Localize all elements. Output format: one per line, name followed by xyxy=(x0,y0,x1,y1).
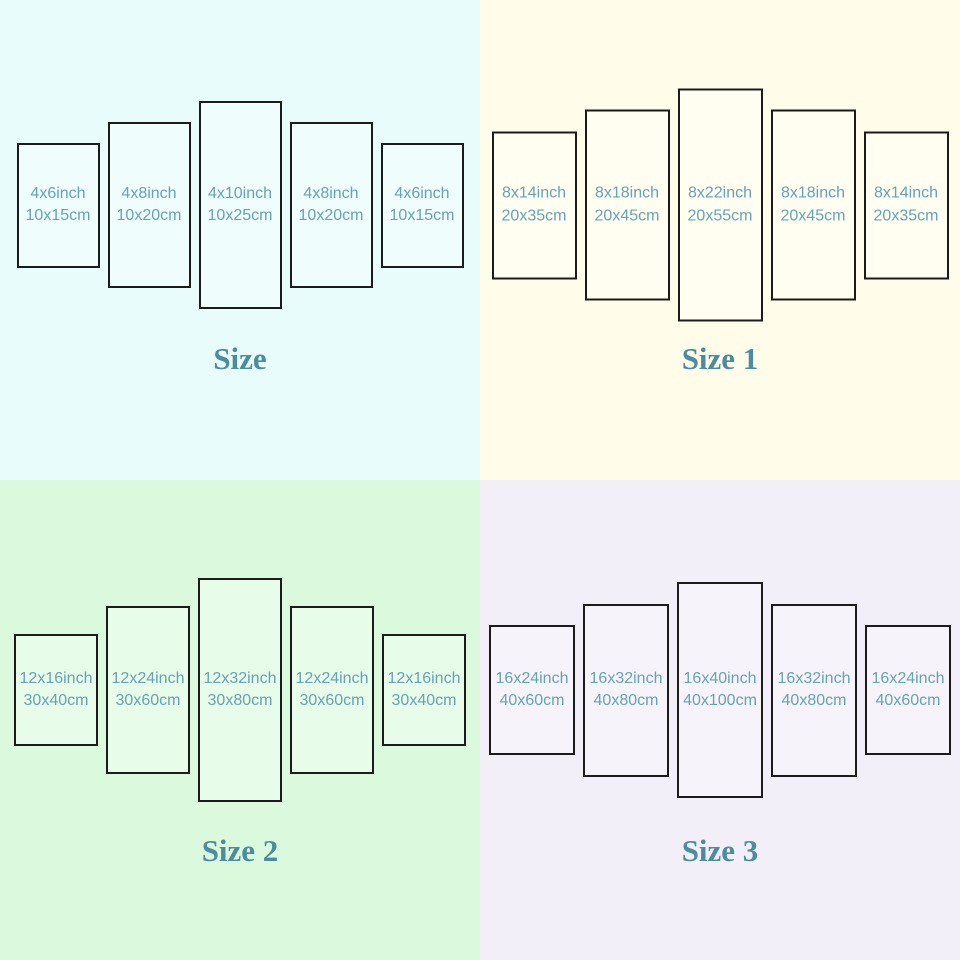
panel-size-cm: 10x15cm xyxy=(389,207,455,224)
panel-row: 12x16inch 30x40cm 12x24inch 30x60cm 12x3… xyxy=(0,578,480,802)
size-panel: 4x8inch 10x20cm xyxy=(107,122,191,288)
panel-size-cm: 30x60cm xyxy=(115,692,181,709)
quadrant-size: 4x6inch 10x15cm 4x8inch 10x20cm 4x10inch… xyxy=(0,0,480,480)
panel-size-inch: 4x10inch xyxy=(207,184,273,202)
panel-size-cm: 10x15cm xyxy=(25,207,91,224)
panel-size-cm: 30x60cm xyxy=(299,692,365,709)
panel-size-inch: 8x14inch xyxy=(873,184,939,202)
size-panel: 8x18inch 20x45cm xyxy=(770,109,856,301)
panel-size-cm: 40x60cm xyxy=(875,692,941,709)
size-panel: 8x18inch 20x45cm xyxy=(584,109,670,301)
size-panel: 16x32inch 40x80cm xyxy=(771,603,857,777)
size-panel: 12x16inch 30x40cm xyxy=(14,634,98,746)
panel-size-cm: 40x60cm xyxy=(499,692,565,709)
quadrant-title: Size 2 xyxy=(201,833,279,868)
panel-size-inch: 8x22inch xyxy=(687,184,753,202)
panel-size-inch: 4x6inch xyxy=(30,184,86,202)
size-panel: 16x32inch 40x80cm xyxy=(583,603,669,777)
panel-row: 4x6inch 10x15cm 4x8inch 10x20cm 4x10inch… xyxy=(0,101,480,309)
panel-size-cm: 10x25cm xyxy=(207,207,273,224)
size-panel: 16x24inch 40x60cm xyxy=(865,625,951,755)
panel-size-inch: 12x24inch xyxy=(111,669,185,687)
quadrant-size-2: 12x16inch 30x40cm 12x24inch 30x60cm 12x3… xyxy=(0,480,480,960)
quadrant-title: Size 3 xyxy=(681,833,759,868)
size-panel: 12x24inch 30x60cm xyxy=(290,606,374,774)
panel-size-inch: 12x24inch xyxy=(295,669,369,687)
size-panel: 12x32inch 30x80cm xyxy=(198,578,282,802)
quadrant-title: Size xyxy=(213,341,267,376)
panel-size-inch: 12x16inch xyxy=(19,669,93,687)
size-panel: 12x24inch 30x60cm xyxy=(106,606,190,774)
panel-size-inch: 8x18inch xyxy=(594,184,660,202)
size-panel: 4x10inch 10x25cm xyxy=(198,101,282,309)
panel-size-cm: 40x80cm xyxy=(593,692,659,709)
size-panel: 4x6inch 10x15cm xyxy=(16,142,100,268)
panel-size-inch: 4x6inch xyxy=(394,184,450,202)
panel-size-cm: 30x40cm xyxy=(23,692,89,709)
panel-size-inch: 16x32inch xyxy=(589,669,663,687)
panel-size-cm: 20x45cm xyxy=(594,207,660,224)
panel-size-cm: 10x20cm xyxy=(298,207,364,224)
size-panel: 8x22inch 20x55cm xyxy=(677,88,763,322)
panel-size-cm: 40x80cm xyxy=(781,692,847,709)
panel-size-cm: 20x55cm xyxy=(687,207,753,224)
panel-size-inch: 4x8inch xyxy=(121,184,177,202)
panel-size-cm: 40x100cm xyxy=(683,692,757,709)
panel-size-inch: 16x24inch xyxy=(495,669,569,687)
panel-size-cm: 10x20cm xyxy=(116,207,182,224)
panel-size-inch: 8x18inch xyxy=(780,184,846,202)
size-panel: 4x8inch 10x20cm xyxy=(289,122,373,288)
panel-size-inch: 16x40inch xyxy=(683,669,757,687)
panel-size-inch: 16x24inch xyxy=(871,669,945,687)
size-panel: 16x24inch 40x60cm xyxy=(489,625,575,755)
size-panel: 16x40inch 40x100cm xyxy=(677,582,763,798)
panel-size-cm: 20x35cm xyxy=(873,207,939,224)
panel-size-inch: 4x8inch xyxy=(303,184,359,202)
panel-size-cm: 20x35cm xyxy=(501,207,567,224)
panel-size-cm: 20x45cm xyxy=(780,207,846,224)
panel-size-inch: 8x14inch xyxy=(501,184,567,202)
size-panel: 8x14inch 20x35cm xyxy=(491,131,577,279)
quadrant-size-1: 8x14inch 20x35cm 8x18inch 20x45cm 8x22in… xyxy=(480,0,960,480)
size-panel: 4x6inch 10x15cm xyxy=(380,142,464,268)
size-panel: 12x16inch 30x40cm xyxy=(382,634,466,746)
panel-size-inch: 12x32inch xyxy=(203,669,277,687)
size-panel: 8x14inch 20x35cm xyxy=(863,131,949,279)
quadrant-title: Size 1 xyxy=(681,341,759,376)
panel-row: 16x24inch 40x60cm 16x32inch 40x80cm 16x4… xyxy=(480,582,960,798)
panel-size-inch: 16x32inch xyxy=(777,669,851,687)
panel-size-cm: 30x80cm xyxy=(207,692,273,709)
panel-size-inch: 12x16inch xyxy=(387,669,461,687)
panel-row: 8x14inch 20x35cm 8x18inch 20x45cm 8x22in… xyxy=(480,88,960,322)
quadrant-size-3: 16x24inch 40x60cm 16x32inch 40x80cm 16x4… xyxy=(480,480,960,960)
panel-size-cm: 30x40cm xyxy=(391,692,457,709)
